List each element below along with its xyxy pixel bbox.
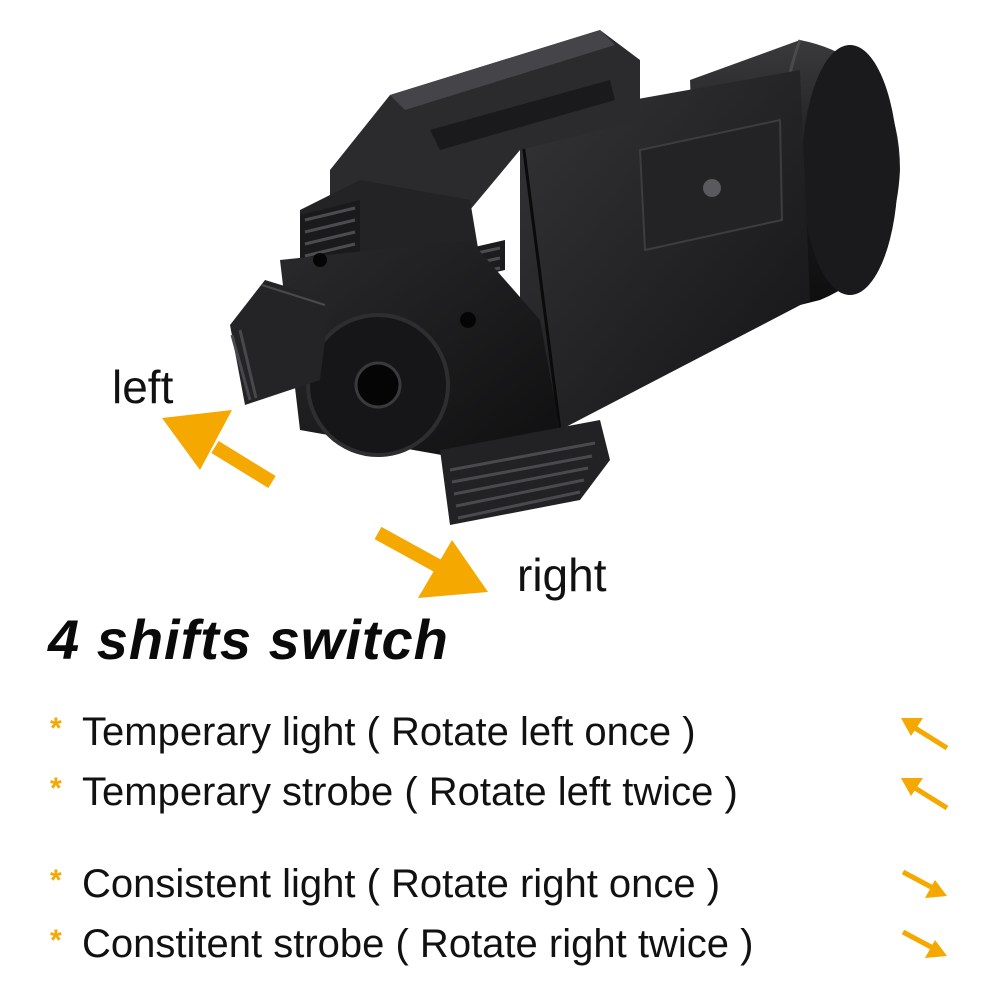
mode-item: * Constitent strobe ( Rotate right twice… bbox=[50, 920, 980, 970]
front-face bbox=[280, 240, 560, 460]
mode-label: Constitent strobe ( Rotate right twice ) bbox=[82, 922, 754, 966]
arrow-down-right-icon bbox=[901, 929, 947, 958]
arrow-right-icon bbox=[374, 526, 488, 598]
bullet-star-icon: * bbox=[50, 712, 62, 745]
mode-item: * Consistent light ( Rotate right once ) bbox=[50, 860, 980, 910]
mode-item: * Temperary light ( Rotate left once ) bbox=[50, 708, 980, 758]
arrow-left-icon bbox=[162, 410, 276, 488]
mode-label: Temperary strobe ( Rotate left twice ) bbox=[82, 770, 738, 814]
bullet-star-icon: * bbox=[50, 924, 62, 957]
housing-body bbox=[518, 70, 810, 431]
arrow-up-left-icon bbox=[901, 718, 949, 751]
arrow-down-right-icon bbox=[901, 869, 947, 898]
arrow-up-left-icon bbox=[901, 778, 949, 811]
bullet-star-icon: * bbox=[50, 864, 62, 897]
direction-label-right: right bbox=[517, 549, 607, 601]
bottom-switch-paddle bbox=[440, 420, 610, 525]
mode-item: * Temperary strobe ( Rotate left twice ) bbox=[50, 768, 980, 818]
mode-label: Temperary light ( Rotate left once ) bbox=[82, 710, 696, 754]
section-heading: 4 shifts switch bbox=[48, 608, 449, 671]
bullet-star-icon: * bbox=[50, 772, 62, 805]
direction-label-left: left bbox=[112, 361, 174, 413]
flashlight-image bbox=[162, 30, 900, 598]
mode-label: Consistent light ( Rotate right once ) bbox=[82, 862, 721, 906]
left-paddle bbox=[230, 280, 330, 405]
